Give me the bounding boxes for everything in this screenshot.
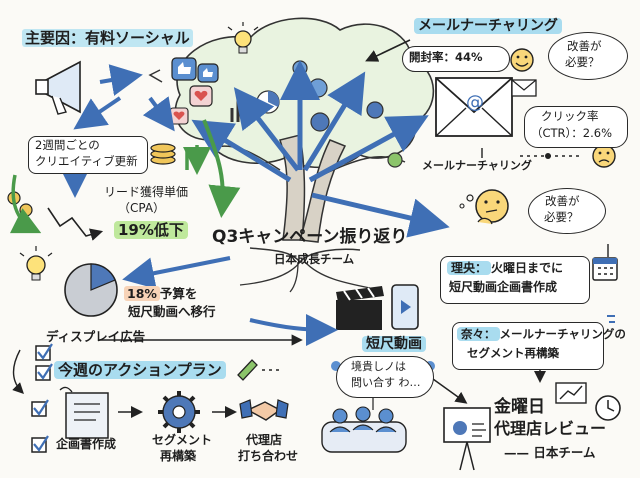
svg-text:@: @ (466, 92, 484, 113)
heart-icon (169, 107, 189, 125)
action-2-label-1: セグメント (152, 433, 213, 447)
pencil-icon (237, 359, 258, 381)
nana-task-line-2: セグメント再構築 (467, 346, 559, 360)
creative-refresh-line-1: 2週間ごとの (35, 138, 100, 152)
checkbox-icon (31, 435, 49, 453)
presentation-board-icon (555, 382, 587, 404)
nana-task-box: 奈々：メールナーチャリングの セグメント再構築 (452, 322, 626, 370)
pie-chart-icon (64, 263, 118, 317)
improve-bottom-line-2: 必要？ (544, 210, 579, 224)
action-2-label-2: 再構築 (160, 449, 197, 463)
riou-task-line-1: 理央：火曜日までに (447, 261, 563, 276)
creative-refresh-box: 2週間ごとの クリエイティブ更新 (28, 136, 148, 174)
creative-refresh-line-2: クリエイティブ更新 (35, 154, 138, 168)
pie-chart-icon (256, 90, 280, 114)
action-3-label-1: 代理店 (246, 433, 283, 447)
phone-icon (391, 284, 419, 330)
action-1-label: 企画書作成 (56, 437, 117, 451)
lightbulb-icon (227, 22, 259, 54)
clock-icon (595, 395, 621, 421)
improve-bubble-bottom: 改善が 必要？ (528, 188, 606, 234)
email-nurturing-heading: メールナーチャリング (414, 18, 562, 34)
review-day: 金曜日 (494, 397, 545, 417)
speech-bubble: 境貴しノは 問い合す わ… (336, 356, 434, 398)
nana-task-line-1: 奈々：メールナーチャリングの (457, 327, 626, 341)
review-title: 代理店レビュー (494, 419, 607, 438)
smiley-icon (510, 48, 534, 72)
improve-top-line-2: 必要？ (565, 55, 600, 69)
megaphone-icon (35, 60, 81, 115)
budget-shift-line-2: 短尺動画へ移行 (128, 304, 216, 319)
worried-face-icon (592, 144, 616, 168)
presentation-board-icon (443, 407, 491, 471)
email-nurturing-label: メールナーチャリング (422, 159, 532, 172)
cpa-label-1: リード獲得単価 (104, 185, 189, 199)
budget-shift-line-1: 18%予算を (124, 286, 197, 301)
main-cause-heading: 主要因：有料ソーシャル (22, 29, 193, 47)
speech-line-2: 問い合す わ… (351, 376, 421, 389)
envelope-icon: @ (435, 77, 513, 137)
improve-bottom-line-1: 改善が (545, 194, 580, 208)
like-icon (197, 63, 219, 83)
click-rate-line-2: （CTR）：2.6% (531, 126, 613, 140)
cpa-drop-value: 19%低下 (114, 221, 188, 239)
like-icon (171, 57, 197, 81)
improve-top-line-1: 改善が (567, 39, 602, 53)
clapperboard-icon (336, 286, 384, 330)
click-rate-bubble: クリック率 （CTR）：2.6% (524, 106, 628, 148)
thinking-face-icon (475, 189, 509, 225)
handshake-icon (239, 399, 289, 421)
riou-task-line-2: 短尺動画企画書作成 (449, 280, 558, 294)
click-rate-line-1: クリック率 (541, 109, 599, 123)
improve-bubble-top: 改善が 必要？ (548, 32, 628, 80)
speech-line-1: 境貴しノは (351, 360, 406, 373)
document-icon (59, 386, 109, 439)
lightbulb-icon (19, 246, 53, 281)
page-title: Q3キャンペーン振り返り (212, 227, 408, 247)
envelope-icon (511, 79, 537, 97)
checkbox-icon (35, 363, 53, 381)
action-plan-heading: 今週のアクションプラン (54, 361, 226, 379)
cpa-label-2: （CPA） (118, 201, 166, 215)
gear-icon (158, 391, 200, 433)
checkbox-icon (31, 399, 49, 417)
riou-task-box: 理央：火曜日までに 短尺動画企画書作成 (440, 256, 590, 304)
heart-icon (189, 85, 213, 107)
review-team: —— 日本チーム (504, 445, 596, 460)
checkbox-icon (35, 343, 53, 361)
coins-icon (150, 143, 176, 165)
open-rate-text: 開封率：44% (409, 50, 483, 64)
display-ads-label: ディスプレイ広告 (46, 329, 146, 344)
team-subtitle: 日本成長チーム (274, 252, 355, 266)
open-rate-bubble: 開封率：44% (402, 46, 510, 72)
action-3-label-2: 打ち合わせ (238, 449, 299, 463)
short-video-label: 短尺動画 (362, 336, 426, 352)
calendar-icon (592, 257, 618, 281)
